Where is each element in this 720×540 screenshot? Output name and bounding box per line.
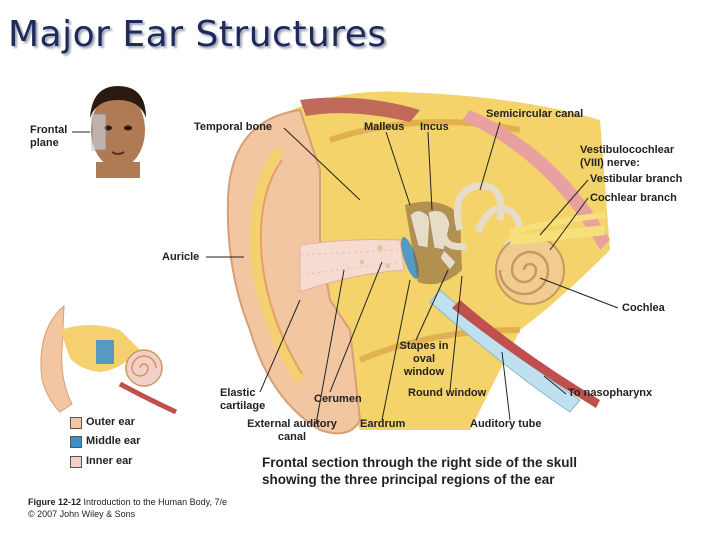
label-cochlear-branch: Cochlear branch: [590, 192, 677, 205]
label-round-window: Round window: [408, 387, 486, 400]
label-auditory-tube: Auditory tube: [470, 418, 542, 431]
label-vestibular-branch: Vestibular branch: [590, 173, 682, 186]
label-semicircular-canal: Semicircular canal: [486, 108, 583, 121]
face-thumbnail: [84, 86, 154, 178]
label-eardrum: Eardrum: [360, 418, 405, 431]
cochlea-shape: [496, 236, 564, 304]
label-auricle: Auricle: [162, 251, 199, 264]
label-to-nasopharynx: To nasopharynx: [568, 387, 652, 400]
inset-ear-drawing: [41, 306, 176, 412]
label-malleus: Malleus: [364, 121, 404, 134]
label-temporal-bone: Temporal bone: [194, 121, 272, 134]
figure-credit: Figure 12-12 Introduction to the Human B…: [28, 496, 227, 520]
legend-swatch: [70, 436, 82, 448]
legend-swatch: [70, 417, 82, 429]
legend-swatch: [70, 456, 82, 468]
label-vestibulocochlear-nerve: Vestibulocochlear(VIII) nerve:: [580, 144, 674, 170]
label-incus: Incus: [420, 121, 449, 134]
figure-caption: Frontal section through the right side o…: [262, 454, 577, 488]
label-cerumen: Cerumen: [314, 393, 362, 406]
label-cochlea: Cochlea: [622, 302, 665, 315]
